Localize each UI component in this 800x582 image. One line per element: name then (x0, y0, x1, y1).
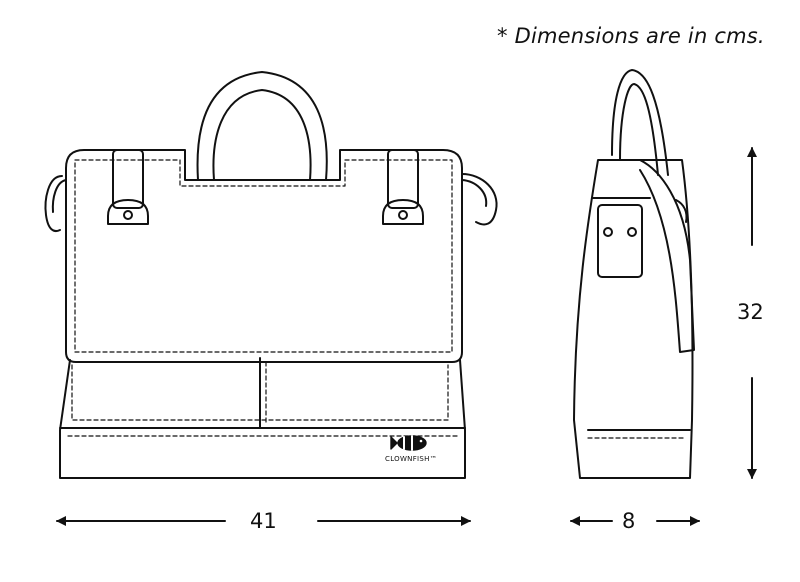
width-label: 41 (250, 509, 277, 533)
dimension-arrows (56, 147, 757, 526)
side-body (573, 159, 694, 479)
front-flap (65, 149, 463, 363)
left-flap-strap (112, 149, 144, 209)
left-strap-loop (44, 175, 63, 233)
side-view-bag (573, 69, 695, 479)
depth-label: 8 (622, 509, 636, 533)
brand-text: CLOWNFISH (385, 455, 430, 463)
side-handle (611, 69, 669, 176)
front-view-bag (44, 71, 498, 479)
side-flap (639, 159, 695, 353)
right-flap-strap (387, 149, 419, 209)
right-strap-loop (461, 173, 498, 226)
front-body (59, 359, 466, 479)
brand-trademark: ™ (429, 455, 438, 463)
height-label: 32 (737, 300, 764, 324)
side-strap-loop (597, 204, 643, 278)
brand-name: CLOWNFISH™ (385, 455, 437, 463)
dimensions-note: * Dimensions are in cms. (497, 24, 765, 48)
clownfish-logo (390, 435, 427, 451)
front-handle (196, 71, 328, 181)
